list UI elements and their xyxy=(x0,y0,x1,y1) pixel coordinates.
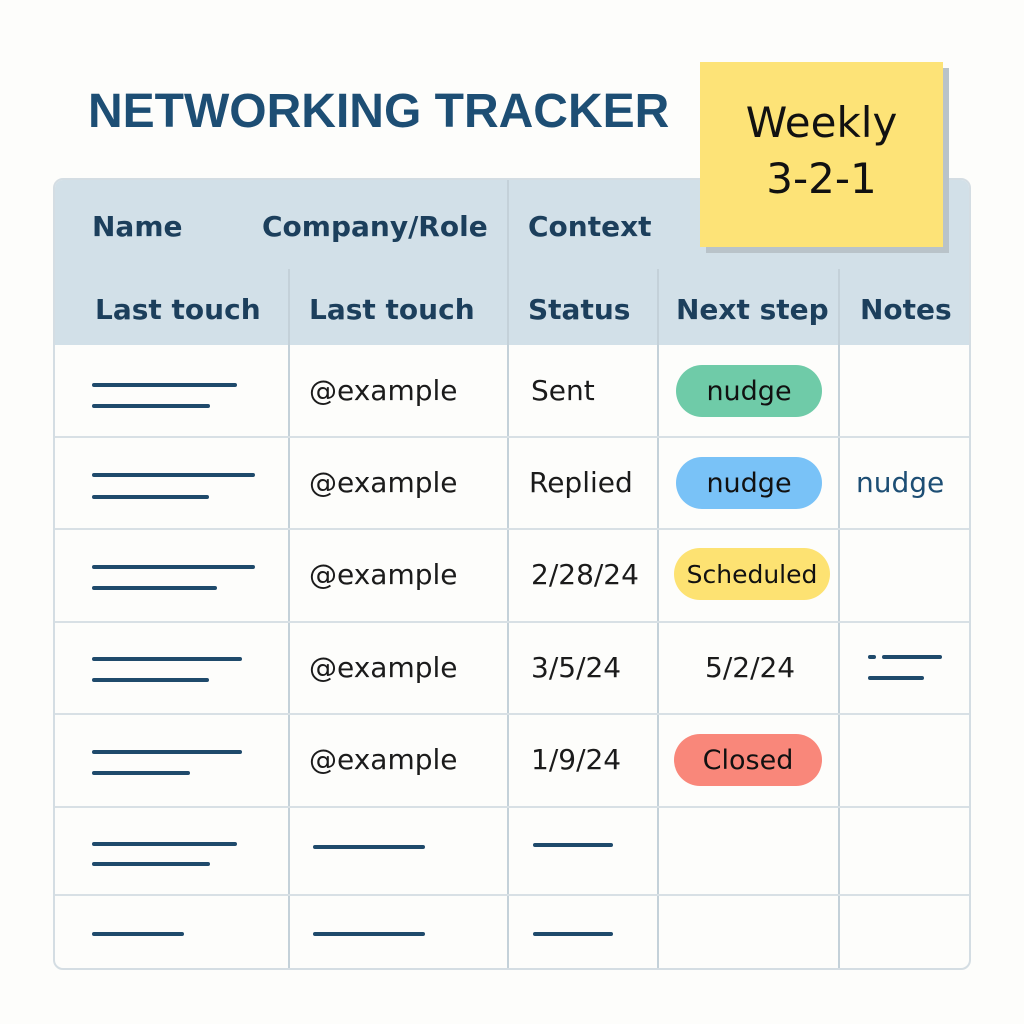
placeholder-line xyxy=(533,843,613,847)
placeholder-line xyxy=(868,655,876,659)
header-status: Status xyxy=(528,293,631,326)
company-cell: @example xyxy=(309,558,458,591)
header-row-2: Last touch Last touch Status Next step N… xyxy=(55,269,969,345)
header-company-role: Company/Role xyxy=(262,210,488,243)
placeholder-line xyxy=(313,932,425,936)
notes-cell: nudge xyxy=(856,466,945,499)
status-cell: 1/9/24 xyxy=(531,743,622,776)
page-title: NETWORKING TRACKER xyxy=(88,85,670,138)
sticky-note-line1: Weekly xyxy=(745,98,898,147)
row-divider xyxy=(55,713,969,715)
placeholder-line xyxy=(92,842,237,846)
company-cell: @example xyxy=(309,743,458,776)
status-cell: 3/5/24 xyxy=(531,651,622,684)
tracker-table: Name Company/Role Context Last touch Las… xyxy=(53,178,971,970)
company-cell: @example xyxy=(309,374,458,407)
placeholder-line xyxy=(92,404,210,408)
row-divider xyxy=(55,894,969,896)
header-last-touch-2: Last touch xyxy=(309,293,475,326)
divider xyxy=(657,269,659,968)
next-step-pill[interactable]: Closed xyxy=(674,734,822,786)
header-next-step: Next step xyxy=(676,293,829,326)
placeholder-line xyxy=(92,586,217,590)
row-divider xyxy=(55,621,969,623)
sticky-note: Weekly 3-2-1 xyxy=(700,62,943,247)
placeholder-line xyxy=(882,655,942,659)
placeholder-line xyxy=(313,845,425,849)
placeholder-line xyxy=(92,473,255,477)
placeholder-line xyxy=(92,862,210,866)
status-cell: Sent xyxy=(531,374,595,407)
row-divider xyxy=(55,528,969,530)
divider xyxy=(507,180,509,968)
placeholder-line xyxy=(92,678,209,682)
status-cell: 2/28/24 xyxy=(531,558,639,591)
divider xyxy=(288,269,290,968)
placeholder-line xyxy=(92,932,184,936)
divider xyxy=(838,269,840,968)
placeholder-line xyxy=(92,565,255,569)
header-context: Context xyxy=(528,210,652,243)
header-last-touch: Last touch xyxy=(95,293,261,326)
placeholder-line xyxy=(92,657,242,661)
placeholder-line xyxy=(92,771,190,775)
placeholder-line xyxy=(533,932,613,936)
placeholder-line xyxy=(92,495,209,499)
status-cell: Replied xyxy=(529,466,633,499)
next-step-pill[interactable]: Scheduled xyxy=(674,548,830,600)
header-name: Name xyxy=(92,210,183,243)
sticky-note-line2: 3-2-1 xyxy=(766,154,877,203)
placeholder-line xyxy=(868,676,924,680)
row-divider xyxy=(55,806,969,808)
company-cell: @example xyxy=(309,651,458,684)
next-step-date: 5/2/24 xyxy=(705,651,796,684)
header-notes: Notes xyxy=(860,293,952,326)
next-step-pill[interactable]: nudge xyxy=(676,457,822,509)
next-step-pill[interactable]: nudge xyxy=(676,365,822,417)
row-divider xyxy=(55,436,969,438)
company-cell: @example xyxy=(309,466,458,499)
placeholder-line xyxy=(92,750,242,754)
placeholder-line xyxy=(92,383,237,387)
